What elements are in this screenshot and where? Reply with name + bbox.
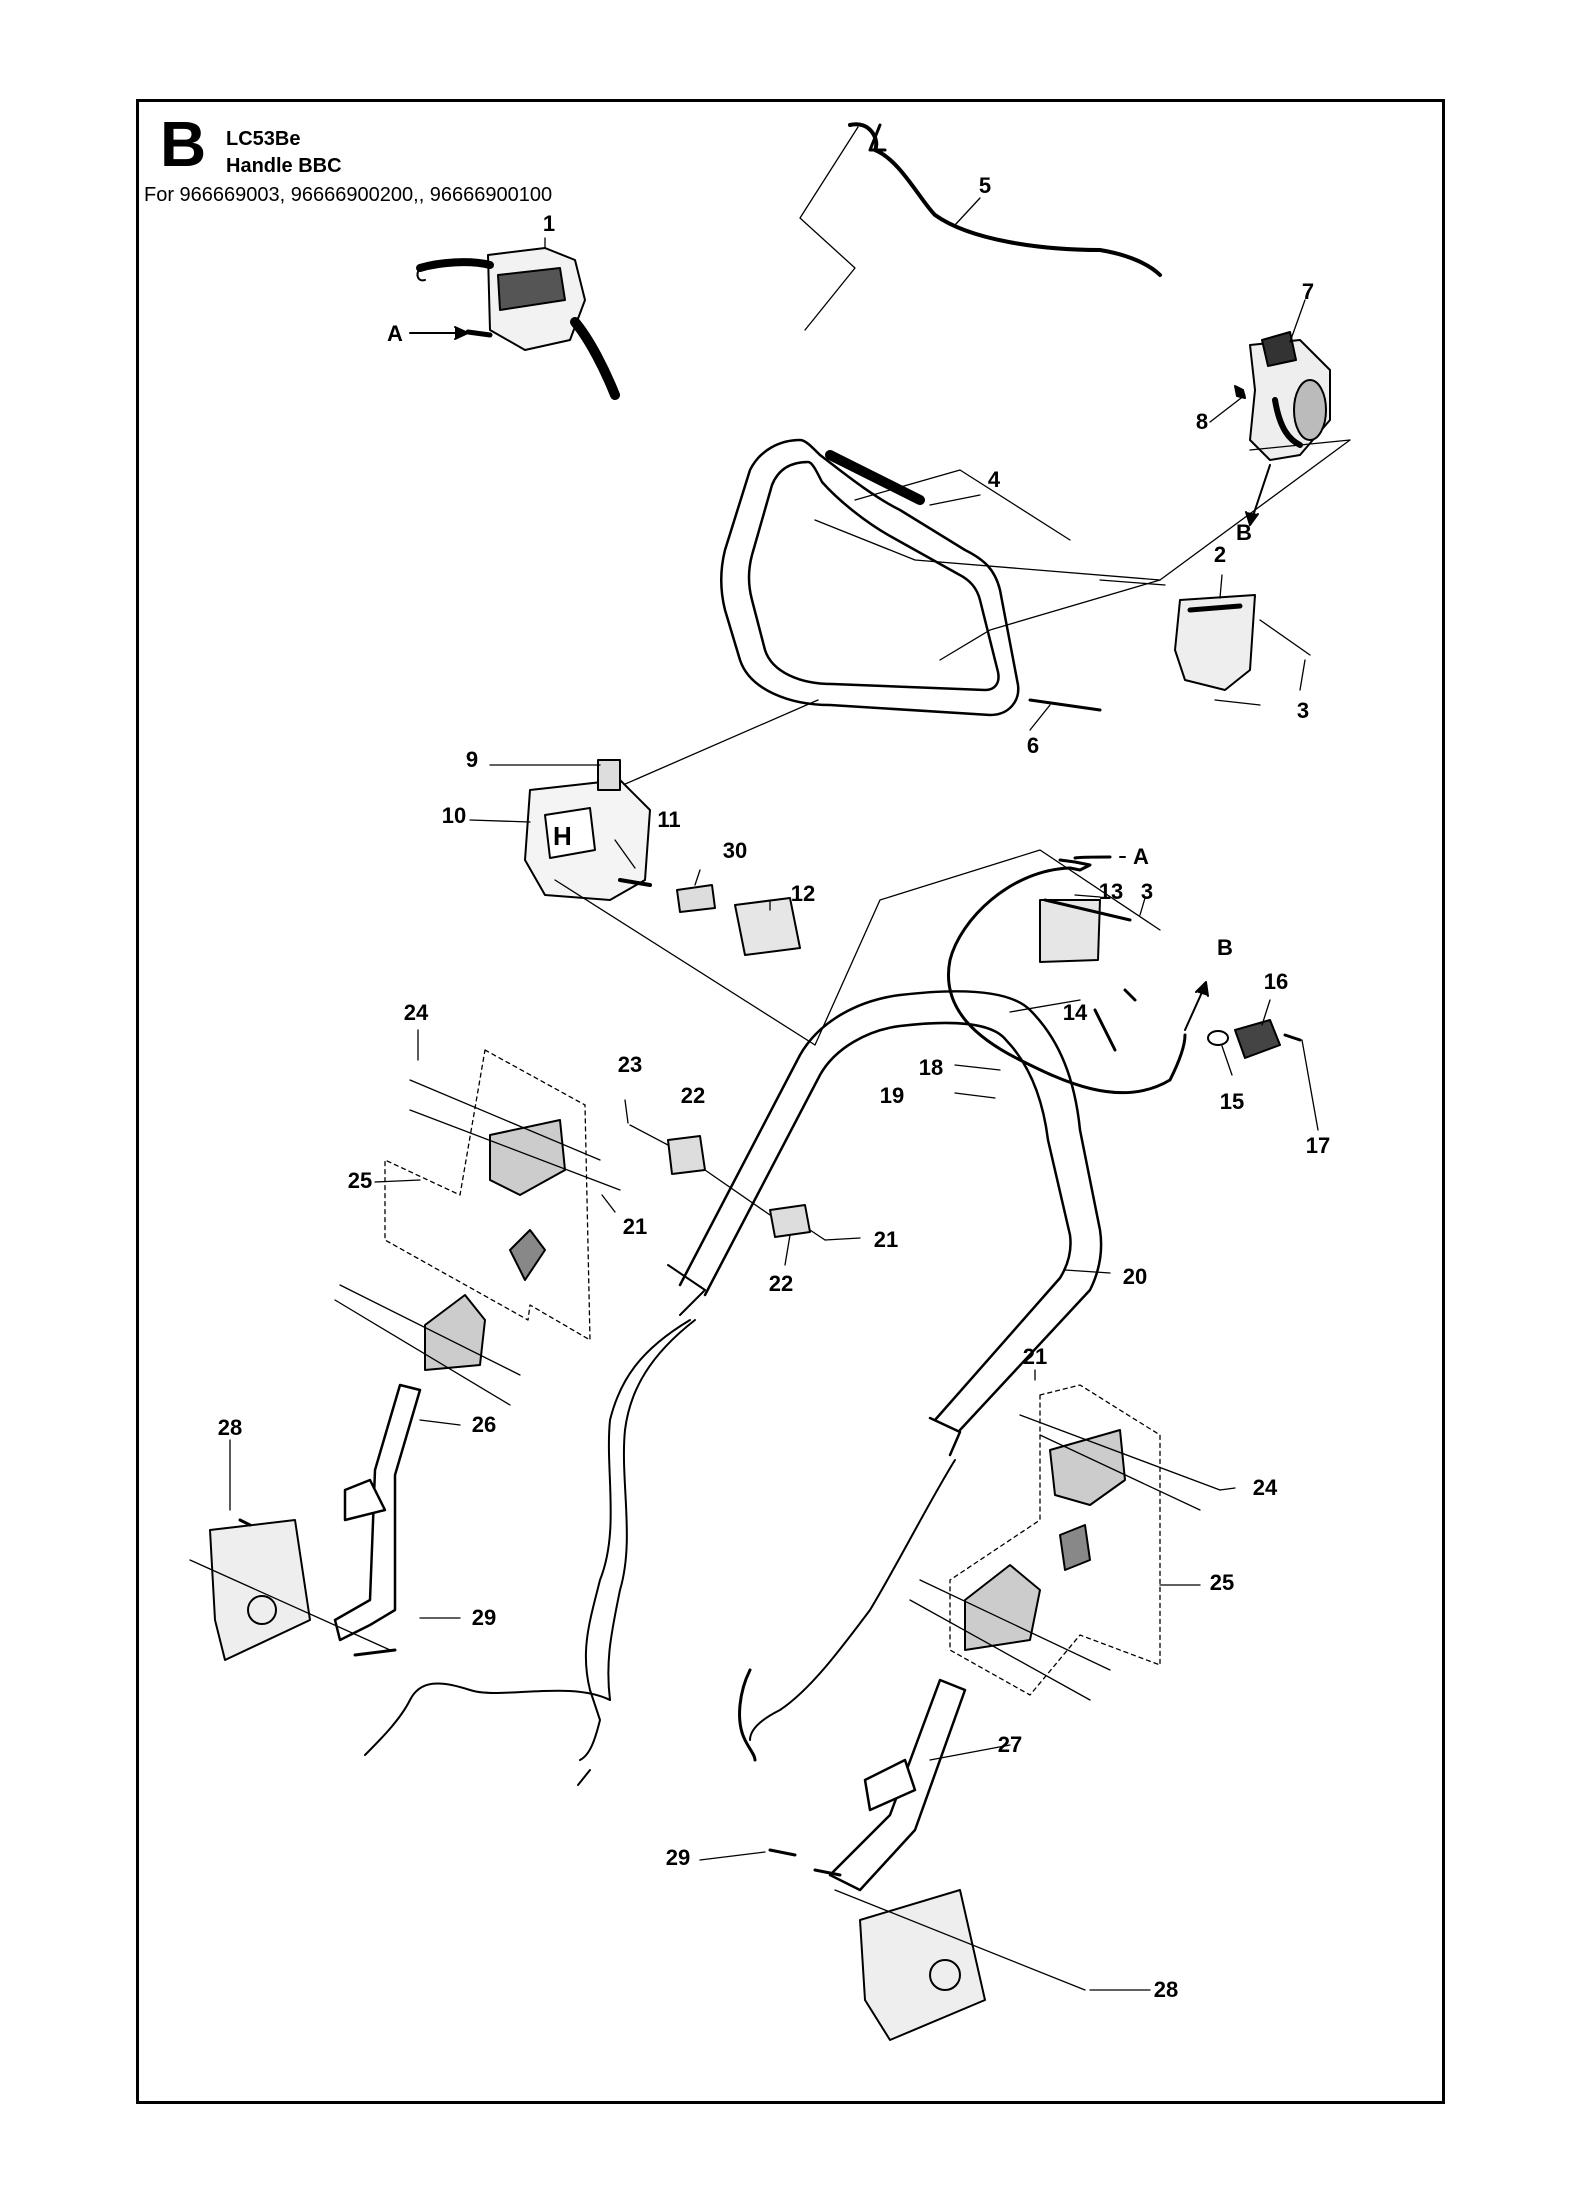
ref-A-upper: A bbox=[387, 321, 403, 346]
lock-assembly-outline-left bbox=[384, 1049, 591, 1341]
side-plate-right bbox=[859, 1889, 986, 2041]
cable-clip-upper bbox=[667, 1135, 706, 1175]
callout-25-right: 25 bbox=[1209, 1570, 1235, 1595]
applicable-part-numbers: For 966669003, 96666900200,, 96666900100 bbox=[144, 184, 553, 206]
brake-lever-unit bbox=[1249, 331, 1331, 461]
callout-21-mid: 21 bbox=[873, 1227, 899, 1252]
callout-7: 7 bbox=[1301, 279, 1315, 304]
callout-4: 4 bbox=[987, 467, 1001, 492]
callout-20: 20 bbox=[1122, 1264, 1148, 1289]
callout-14: 14 bbox=[1062, 1000, 1088, 1025]
control-block: H bbox=[524, 759, 651, 901]
cover-plate bbox=[1174, 594, 1256, 691]
callout-21-right: 21 bbox=[1022, 1344, 1048, 1369]
callout-22-upper: 22 bbox=[680, 1083, 706, 1108]
callout-25-left: 25 bbox=[347, 1168, 373, 1193]
callout-2: 2 bbox=[1213, 542, 1227, 567]
handle-lock-upper-right bbox=[1049, 1429, 1126, 1571]
callout-29-left: 29 bbox=[471, 1605, 497, 1630]
lower-cable-left bbox=[579, 1319, 691, 1761]
callout-3-lower: 3 bbox=[1140, 879, 1154, 904]
handle-lock-lower-right bbox=[964, 1564, 1041, 1651]
callout-24-right: 24 bbox=[1252, 1475, 1278, 1500]
drawing-frame bbox=[136, 99, 1445, 2104]
model-name: LC53Be bbox=[226, 128, 301, 150]
upper-cable bbox=[848, 122, 1162, 277]
callout-13: 13 bbox=[1098, 879, 1124, 904]
callout-30: 30 bbox=[722, 838, 748, 863]
side-plate-left bbox=[209, 1519, 311, 1661]
callout-12: 12 bbox=[790, 881, 816, 906]
lock-assembly-outline-right bbox=[949, 1384, 1161, 1696]
callout-28-right: 28 bbox=[1153, 1977, 1179, 2002]
callout-24-left: 24 bbox=[403, 1000, 429, 1025]
upper-handle-tube bbox=[720, 438, 1020, 717]
callout-5: 5 bbox=[978, 173, 992, 198]
callout-3-upper: 3 bbox=[1296, 698, 1310, 723]
washer bbox=[1207, 1030, 1229, 1046]
diagram-title: Handle BBC bbox=[226, 155, 342, 177]
callout-15: 15 bbox=[1219, 1089, 1245, 1114]
bracket-screw bbox=[1093, 1008, 1117, 1052]
section-letter: B bbox=[160, 108, 207, 180]
lower-handle-bracket-right bbox=[828, 1678, 967, 1892]
callout-6: 6 bbox=[1026, 733, 1040, 758]
callout-1: 1 bbox=[542, 211, 556, 236]
ref-A-lower: A bbox=[1133, 844, 1149, 869]
lower-handle-tube bbox=[667, 990, 1103, 1457]
clamp-block bbox=[734, 897, 801, 956]
callout-27: 27 bbox=[997, 1732, 1023, 1757]
callout-19: 19 bbox=[879, 1083, 905, 1108]
callout-16: 16 bbox=[1263, 969, 1289, 994]
control-lever-housing bbox=[416, 247, 620, 400]
callout-8: 8 bbox=[1195, 409, 1209, 434]
spacer-sleeve bbox=[676, 884, 716, 913]
callout-9: 9 bbox=[465, 747, 479, 772]
callout-leaders bbox=[229, 197, 1319, 1991]
ref-B-lower: B bbox=[1217, 935, 1233, 960]
callout-28-left: 28 bbox=[217, 1415, 243, 1440]
callout-18: 18 bbox=[918, 1055, 944, 1080]
callout-17: 17 bbox=[1305, 1133, 1331, 1158]
callout-29-right: 29 bbox=[665, 1845, 691, 1870]
callout-11: 11 bbox=[657, 807, 681, 832]
ref-B-upper: B bbox=[1236, 520, 1252, 545]
cable-clip-lower bbox=[769, 1204, 811, 1238]
callout-21-left: 21 bbox=[622, 1214, 648, 1239]
adjust-knob bbox=[1234, 1019, 1281, 1059]
handle-bolt bbox=[1028, 698, 1102, 712]
svg-text:H: H bbox=[553, 821, 572, 851]
callout-26: 26 bbox=[471, 1412, 497, 1437]
callout-23: 23 bbox=[617, 1052, 643, 1077]
handle-lock-lower-left bbox=[424, 1294, 486, 1371]
handle-lock-upper-left bbox=[489, 1119, 566, 1281]
lower-handle-bracket-left bbox=[333, 1383, 422, 1642]
callout-22-lower: 22 bbox=[768, 1271, 794, 1296]
cable-bracket bbox=[1039, 898, 1132, 963]
callout-10: 10 bbox=[441, 803, 467, 828]
lower-cable-right bbox=[749, 1459, 956, 1741]
